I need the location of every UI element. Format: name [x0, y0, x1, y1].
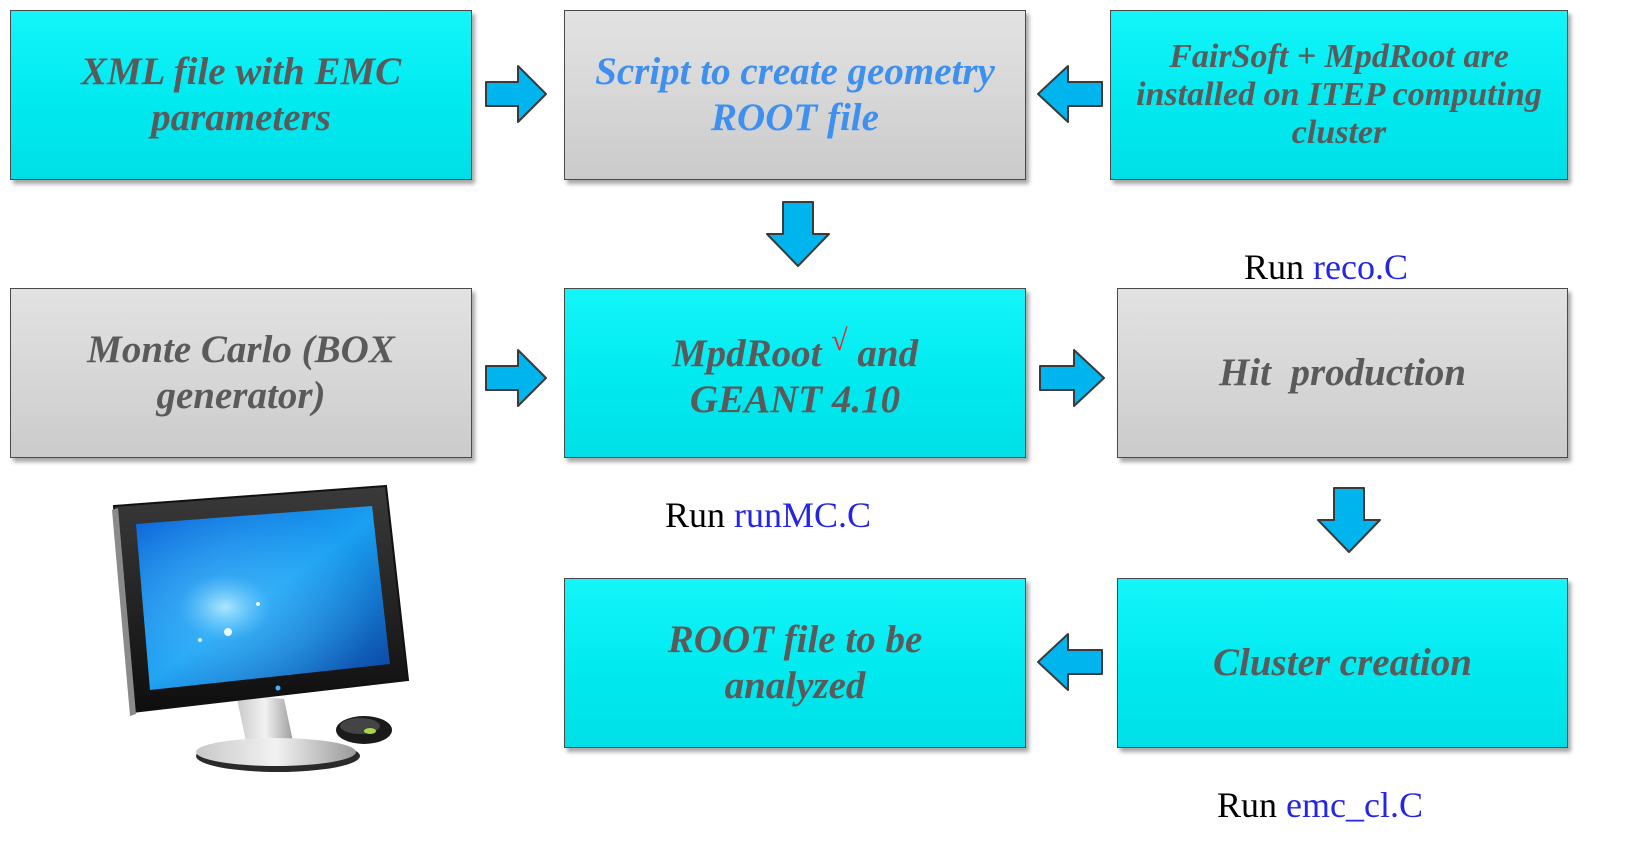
- root-file-label: ROOT file to be analyzed: [667, 617, 923, 707]
- desktop-computer-icon: [112, 484, 410, 772]
- run-emc-label: Run emc_cl.C: [1217, 784, 1423, 826]
- arrow-xml-to-script: [485, 65, 547, 123]
- fairsoft-label: FairSoft + MpdRoot are installed on ITEP…: [1136, 37, 1542, 152]
- run-emc-file: emc_cl.C: [1286, 785, 1423, 825]
- mpdroot-geant-box: MpdRoot √ and GEANT 4.10: [564, 288, 1026, 458]
- run-reco-file: reco.C: [1313, 247, 1408, 287]
- mpdroot-label-part1: MpdRoot: [671, 331, 822, 375]
- hit-production-box: Hit production: [1117, 288, 1568, 458]
- mpdroot-label-part2: and GEANT 4.10: [689, 331, 919, 421]
- hit-production-label: Hit production: [1218, 350, 1467, 394]
- cluster-creation-box: Cluster creation: [1117, 578, 1568, 748]
- arrow-script-to-mpdroot: [766, 201, 830, 267]
- run-reco-prefix: Run: [1244, 247, 1305, 287]
- run-runmc-prefix: Run: [665, 495, 726, 535]
- run-runmc-label: Run runMC.C: [665, 494, 871, 536]
- run-emc-prefix: Run: [1217, 785, 1278, 825]
- arrow-fairsoft-to-script: [1037, 65, 1103, 123]
- script-box: Script to create geometry ROOT file: [564, 10, 1026, 180]
- arrow-mpdroot-to-hit: [1039, 349, 1105, 407]
- arrow-hit-to-cluster: [1317, 487, 1381, 553]
- xml-file-label: XML file with EMC parameters: [80, 49, 402, 139]
- script-label: Script to create geometry ROOT file: [595, 49, 995, 139]
- fairsoft-box: FairSoft + MpdRoot are installed on ITEP…: [1110, 10, 1568, 180]
- mpdroot-geant-label: MpdRoot √ and GEANT 4.10: [615, 323, 975, 423]
- arrow-montecarlo-to-mpdroot: [485, 349, 547, 407]
- monte-carlo-box: Monte Carlo (BOX generator): [10, 288, 472, 458]
- xml-file-box: XML file with EMC parameters: [10, 10, 472, 180]
- check-mark-icon: √: [831, 323, 848, 357]
- root-file-box: ROOT file to be analyzed: [564, 578, 1026, 748]
- monte-carlo-label: Monte Carlo (BOX generator): [87, 327, 395, 417]
- run-reco-label: Run reco.C: [1244, 246, 1408, 288]
- run-runmc-file: runMC.C: [734, 495, 872, 535]
- arrow-cluster-to-rootfile: [1037, 633, 1103, 691]
- cluster-creation-label: Cluster creation: [1213, 640, 1472, 684]
